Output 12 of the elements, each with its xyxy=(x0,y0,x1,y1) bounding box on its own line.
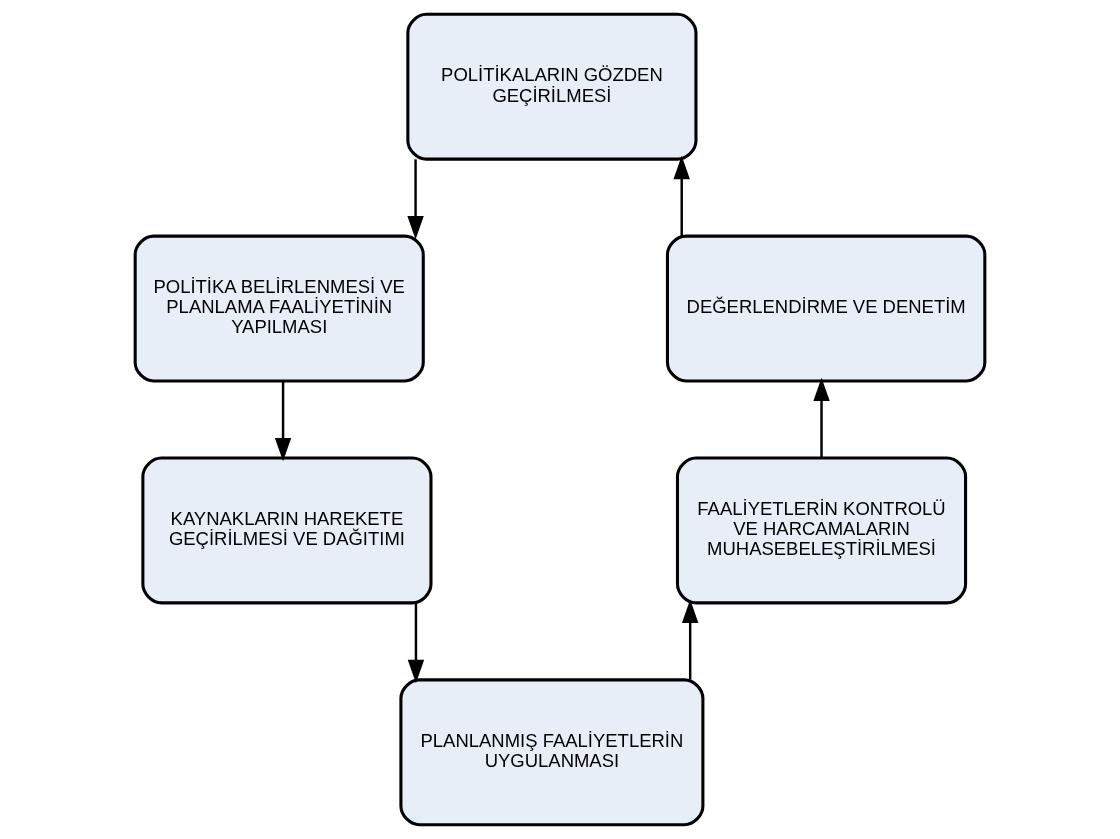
node-box: KAYNAKLARIN HAREKETE GEÇİRİLMESİ VE DAĞITIMI xyxy=(141,456,433,605)
arrow xyxy=(407,603,425,684)
arrow xyxy=(407,159,424,240)
node-box: POLİTİKA BELİRLENMESİ VE PLANLAMA FAALİYETİNİN YAPILMASI xyxy=(133,234,425,383)
node-box: PLANLANMIŞ FAALİYETLERİN UYGULANMASI xyxy=(399,678,705,827)
arrow xyxy=(274,381,292,462)
node-box: DEĞERLENDİRME VE DENETİM xyxy=(665,234,987,383)
node-box: FAALİYETLERİN KONTROLÜ VE HARCAMALARIN MUHASEBELEŞTİRİLMESİ xyxy=(675,456,968,605)
arrow xyxy=(673,155,690,236)
arrow xyxy=(681,599,699,680)
arrow xyxy=(813,377,830,458)
node-box: POLİTİKALARIN GÖZDEN GEÇİRİLMESİ xyxy=(406,12,698,161)
